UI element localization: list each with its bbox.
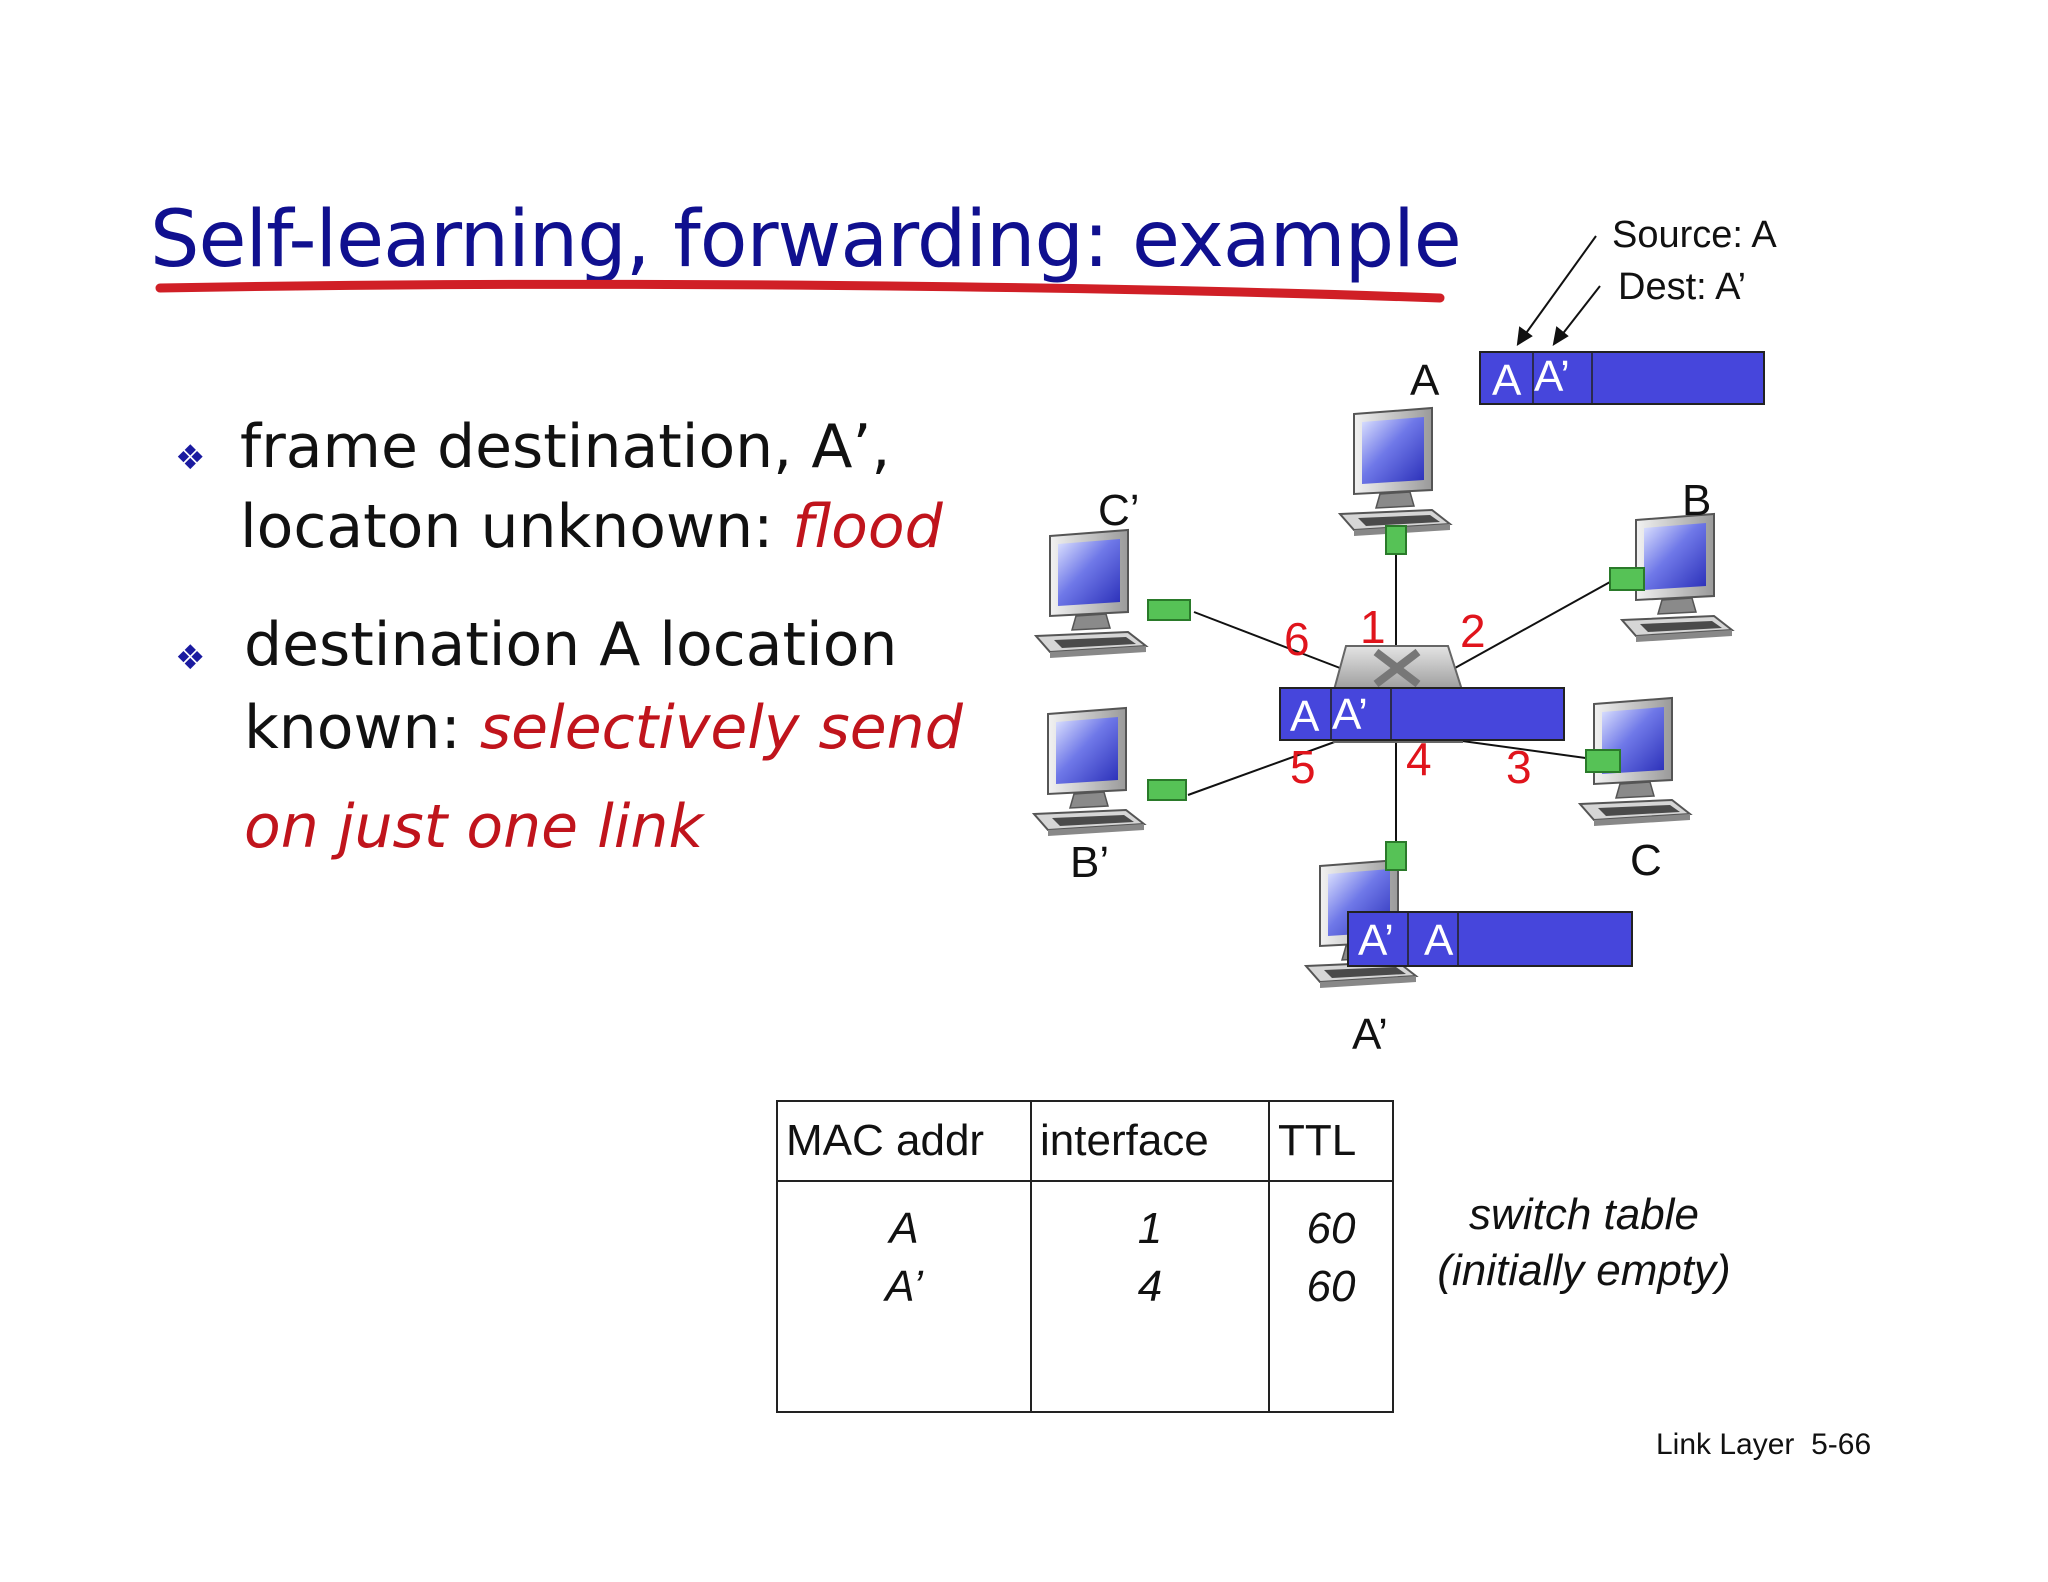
frame-bottom-first: A’	[1358, 916, 1394, 965]
frame-bottom	[1347, 911, 1633, 967]
frame-top	[1479, 351, 1765, 405]
port-4: 4	[1406, 733, 1432, 785]
table-caption-line-1: switch table	[1469, 1190, 1699, 1239]
footer: Link Layer 5-66	[1656, 1428, 1871, 1462]
bullet-1-line-1: frame destination, A’,	[240, 412, 891, 482]
bullet-1-emph: flood	[792, 492, 943, 562]
host-c-prime	[1035, 529, 1147, 659]
annotation-arrows	[1516, 235, 1601, 347]
table-col-mac: A A’	[776, 1180, 1032, 1413]
table-header-mac: MAC addr	[776, 1100, 1032, 1182]
bullet-2-emph: selectively send	[479, 693, 963, 763]
port-3: 3	[1506, 741, 1532, 793]
links	[1187, 552, 1611, 850]
nic-connectors	[1147, 525, 1645, 871]
bullet-2-plain: known:	[244, 693, 480, 763]
bullet-2-line-2: known: selectively send	[244, 693, 963, 763]
frame-bottom-second: A	[1424, 916, 1454, 965]
annotation-source: Source: A	[1612, 214, 1777, 256]
frame-top-src: A	[1492, 356, 1522, 405]
bullet-2-line-1: destination A location	[244, 610, 898, 680]
frame-switch	[1279, 687, 1565, 741]
table-header-row: MAC addr interface TTL	[776, 1100, 1394, 1182]
frame-switch-dst: A’	[1332, 690, 1368, 739]
table-header-interface: interface	[1030, 1100, 1270, 1182]
port-1: 1	[1360, 601, 1386, 653]
host-label-a-prime: A’	[1352, 1010, 1388, 1059]
port-6: 6	[1284, 613, 1310, 665]
table-caption-line-2: (initially empty)	[1437, 1246, 1731, 1295]
bullet-diamond-icon: ❖	[175, 638, 206, 678]
table-col-interface: 1 4	[1030, 1180, 1270, 1413]
port-5: 5	[1290, 741, 1316, 793]
table-body-row: A A’ 1 4 60 60	[776, 1180, 1394, 1413]
switch-table: MAC addr interface TTL A A’ 1 4 60 60	[776, 1100, 1394, 1413]
port-2: 2	[1460, 605, 1486, 657]
footer-page: 5-66	[1811, 1428, 1872, 1461]
page-title: Self-learning, forwarding: example	[150, 195, 1462, 285]
host-label-b: B	[1682, 476, 1712, 525]
host-b-prime	[1033, 707, 1145, 837]
bullet-2-line-3: on just one link	[244, 792, 704, 862]
host-label-b-prime: B’	[1070, 838, 1110, 887]
host-label-a: A	[1410, 356, 1440, 405]
host-a	[1339, 407, 1451, 537]
annotation-dest: Dest: A’	[1618, 266, 1747, 308]
host-label-c-prime: C’	[1098, 486, 1140, 535]
table-header-ttl: TTL	[1268, 1100, 1394, 1182]
host-label-c: C	[1630, 836, 1662, 885]
bullet-1-plain: locaton unknown:	[240, 492, 793, 562]
footer-chapter: Link Layer	[1656, 1428, 1795, 1461]
bullet-1-line-2: locaton unknown: flood	[240, 492, 943, 562]
frame-switch-src: A	[1290, 692, 1320, 741]
frame-top-dst: A’	[1534, 352, 1570, 401]
table-col-ttl: 60 60	[1268, 1180, 1394, 1413]
bullet-diamond-icon: ❖	[175, 438, 206, 478]
